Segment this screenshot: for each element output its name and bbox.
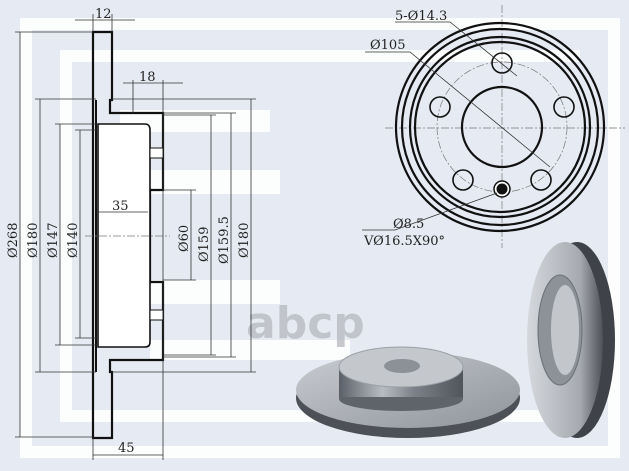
dim-thickness: 12: [95, 7, 112, 22]
label-pcd: Ø105: [370, 38, 405, 53]
dim-inner-140: Ø140: [66, 223, 81, 258]
label-countersink: VØ16.5X90°: [363, 234, 445, 249]
side-view-section: [85, 30, 170, 440]
dim-159-5: Ø159.5: [217, 216, 232, 264]
disc-photo-side: [527, 242, 615, 438]
front-view: 5-Ø14.3 Ø105 Ø8.5 VØ16.5X90°: [362, 5, 625, 249]
bolt-holes: [429, 52, 575, 191]
label-bolt-holes: 5-Ø14.3: [395, 9, 447, 24]
side-view-dimensions: 12 18 35 45 Ø268 Ø180 Ø147 Ø140 Ø60 Ø159…: [6, 7, 256, 460]
dim-hat-outer-left: Ø180: [26, 223, 41, 258]
dim-hat-offset: 18: [139, 70, 156, 85]
dim-outer-dia: Ø268: [6, 223, 21, 258]
dim-hat-outer-right: Ø180: [237, 223, 252, 258]
dim-hat-depth: 35: [112, 199, 129, 214]
dim-inner-147: Ø147: [46, 223, 61, 258]
dim-total-height: 45: [118, 441, 135, 456]
watermark-logo: abcp: [246, 298, 365, 349]
label-screw-hole: Ø8.5: [393, 217, 424, 232]
disc-photo-angled: [296, 346, 520, 438]
dim-center-bore: Ø60: [177, 225, 192, 252]
dim-159: Ø159: [197, 227, 212, 262]
